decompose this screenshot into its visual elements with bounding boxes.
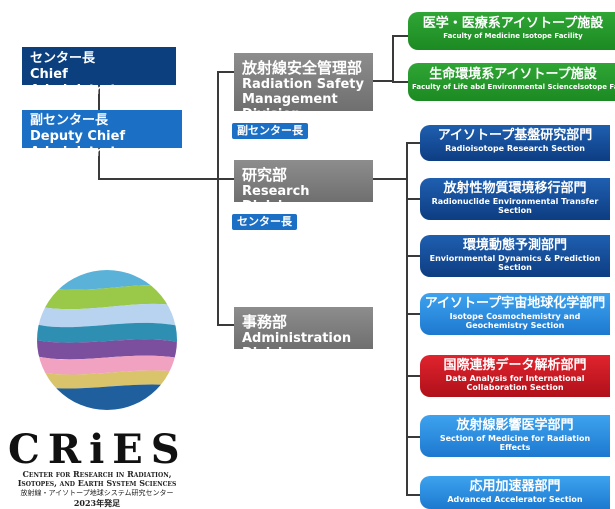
section-ja: アイソトープ宇宙地球化学部門 xyxy=(424,296,606,311)
section-en: Radioisotope Research Section xyxy=(445,144,585,153)
research-division-ja: 研究部 xyxy=(242,166,288,184)
deputy-chief-administrator-ja: 副センター長 xyxy=(30,113,109,128)
section-en: Section of Medicine for Radiation Effect… xyxy=(439,434,591,452)
section-en: Radionuclide Environmental Transfer Sect… xyxy=(431,197,599,215)
facility-en: Faculty of Life abd Environmental Scienc… xyxy=(412,83,615,91)
section-ja: アイソトープ基盤研究部門 xyxy=(437,128,593,143)
deputy-chief-administrator-box: 副センター長 Deputy Chief Administrator xyxy=(22,110,182,160)
connector-to-safety xyxy=(217,71,234,73)
research-division-en: Research Division xyxy=(242,184,310,214)
cries-founded: 2023年発足 xyxy=(73,498,121,508)
connector-to-section-2 xyxy=(406,198,420,200)
section-isotope-cosmochemistry: アイソトープ宇宙地球化学部門 Isotope Cosmochemistry an… xyxy=(420,293,610,335)
radiation-safety-division-en-2: Management Division xyxy=(242,92,338,122)
connector-facility-trunk xyxy=(392,35,394,83)
administration-division-ja: 事務部 xyxy=(242,313,288,331)
section-en: Enviornmental Dynamics & Prediction Sect… xyxy=(429,254,601,272)
facility-en: Faculty of Medicine Isotope Facility xyxy=(443,32,583,40)
section-data-analysis-international: 国際連携データ解析部門 Data Analysis for Internatio… xyxy=(420,355,610,397)
connector-to-admin xyxy=(217,324,234,326)
section-advanced-accelerator: 応用加速器部門 Advanced Accelerator Section xyxy=(420,476,610,509)
chief-administrator-ja: センター長 xyxy=(30,51,96,66)
connector-to-research xyxy=(217,178,234,180)
section-ja: 放射性物質環境移行部門 xyxy=(443,181,587,196)
section-ja: 環境動態予測部門 xyxy=(462,238,567,253)
chief-administrator-box: センター長 Chief Administrator xyxy=(22,47,176,98)
section-radionuclide-environmental-transfer: 放射性物質環境移行部門 Radionuclide Environmental T… xyxy=(420,178,610,220)
cries-wordmark: CRiES xyxy=(8,426,188,473)
section-ja: 応用加速器部門 xyxy=(469,479,561,494)
connector-to-section-1 xyxy=(406,142,420,144)
connector-to-section-4 xyxy=(406,313,420,315)
section-en: Data Analysis for International Collabor… xyxy=(445,374,585,392)
facility-life-environmental-isotope: 生命環境系アイソトープ施設 Faculty of Life abd Enviro… xyxy=(408,63,615,101)
facility-medicine-isotope: 医学・医療系アイソトープ施設 Faculty of Medicine Isoto… xyxy=(408,12,615,50)
radiation-safety-head-tag: 副センター長 xyxy=(232,123,308,139)
administration-division-box: 事務部 Administration Division xyxy=(234,307,373,361)
connector-safety-out xyxy=(373,80,393,82)
cries-subtitle-en-2: Isotopes, and Earth System Sciences xyxy=(17,478,177,488)
connector-section-trunk xyxy=(406,142,408,496)
facility-ja: 生命環境系アイソトープ施設 xyxy=(429,67,597,82)
section-radioisotope-research: アイソトープ基盤研究部門 Radioisotope Research Secti… xyxy=(420,125,610,161)
deputy-chief-administrator-en: Deputy Chief Administrator xyxy=(30,129,132,160)
administration-division-en: Administration Division xyxy=(242,331,352,361)
cries-subtitle-ja: 放射線・アイソトープ地球システム研究センター xyxy=(20,489,174,497)
connector-research-out xyxy=(373,178,407,180)
connector-to-facility-2 xyxy=(392,81,408,83)
facility-ja: 医学・医療系アイソトープ施設 xyxy=(422,16,604,31)
connector-chief-deputy xyxy=(98,84,100,110)
section-en: Advanced Accelerator Section xyxy=(447,495,583,504)
research-division-box: 研究部 Research Division xyxy=(234,160,373,214)
section-ja: 放射線影響医学部門 xyxy=(456,418,574,433)
connector-division-trunk xyxy=(217,71,219,326)
research-head-tag: センター長 xyxy=(232,214,297,230)
connector-to-section-3 xyxy=(406,255,420,257)
connector-deputy-down xyxy=(98,148,100,179)
connector-deputy-trunk xyxy=(98,178,218,180)
connector-to-facility-1 xyxy=(392,35,408,37)
connector-to-section-5 xyxy=(406,375,420,377)
section-en: Isotope Cosmochemistry and Geochemistry … xyxy=(449,312,581,330)
section-medicine-radiation-effects: 放射線影響医学部門 Section of Medicine for Radiat… xyxy=(420,415,610,457)
section-ja: 国際連携データ解析部門 xyxy=(443,358,587,373)
section-environmental-dynamics: 環境動態予測部門 Enviornmental Dynamics & Predic… xyxy=(420,235,610,277)
chief-administrator-en: Chief Administrator xyxy=(30,67,132,98)
connector-to-section-6 xyxy=(406,436,420,438)
cries-subtitle-en-1: Center for Research in Radiation, xyxy=(22,469,172,479)
connector-to-section-7 xyxy=(406,494,420,496)
radiation-safety-division-en-1: Radiation Safety xyxy=(242,77,364,92)
radiation-safety-division-box: 放射線安全管理部 Radiation Safety Management Div… xyxy=(234,53,373,122)
cries-globe-logo xyxy=(37,270,177,410)
radiation-safety-division-ja: 放射線安全管理部 xyxy=(242,59,363,77)
